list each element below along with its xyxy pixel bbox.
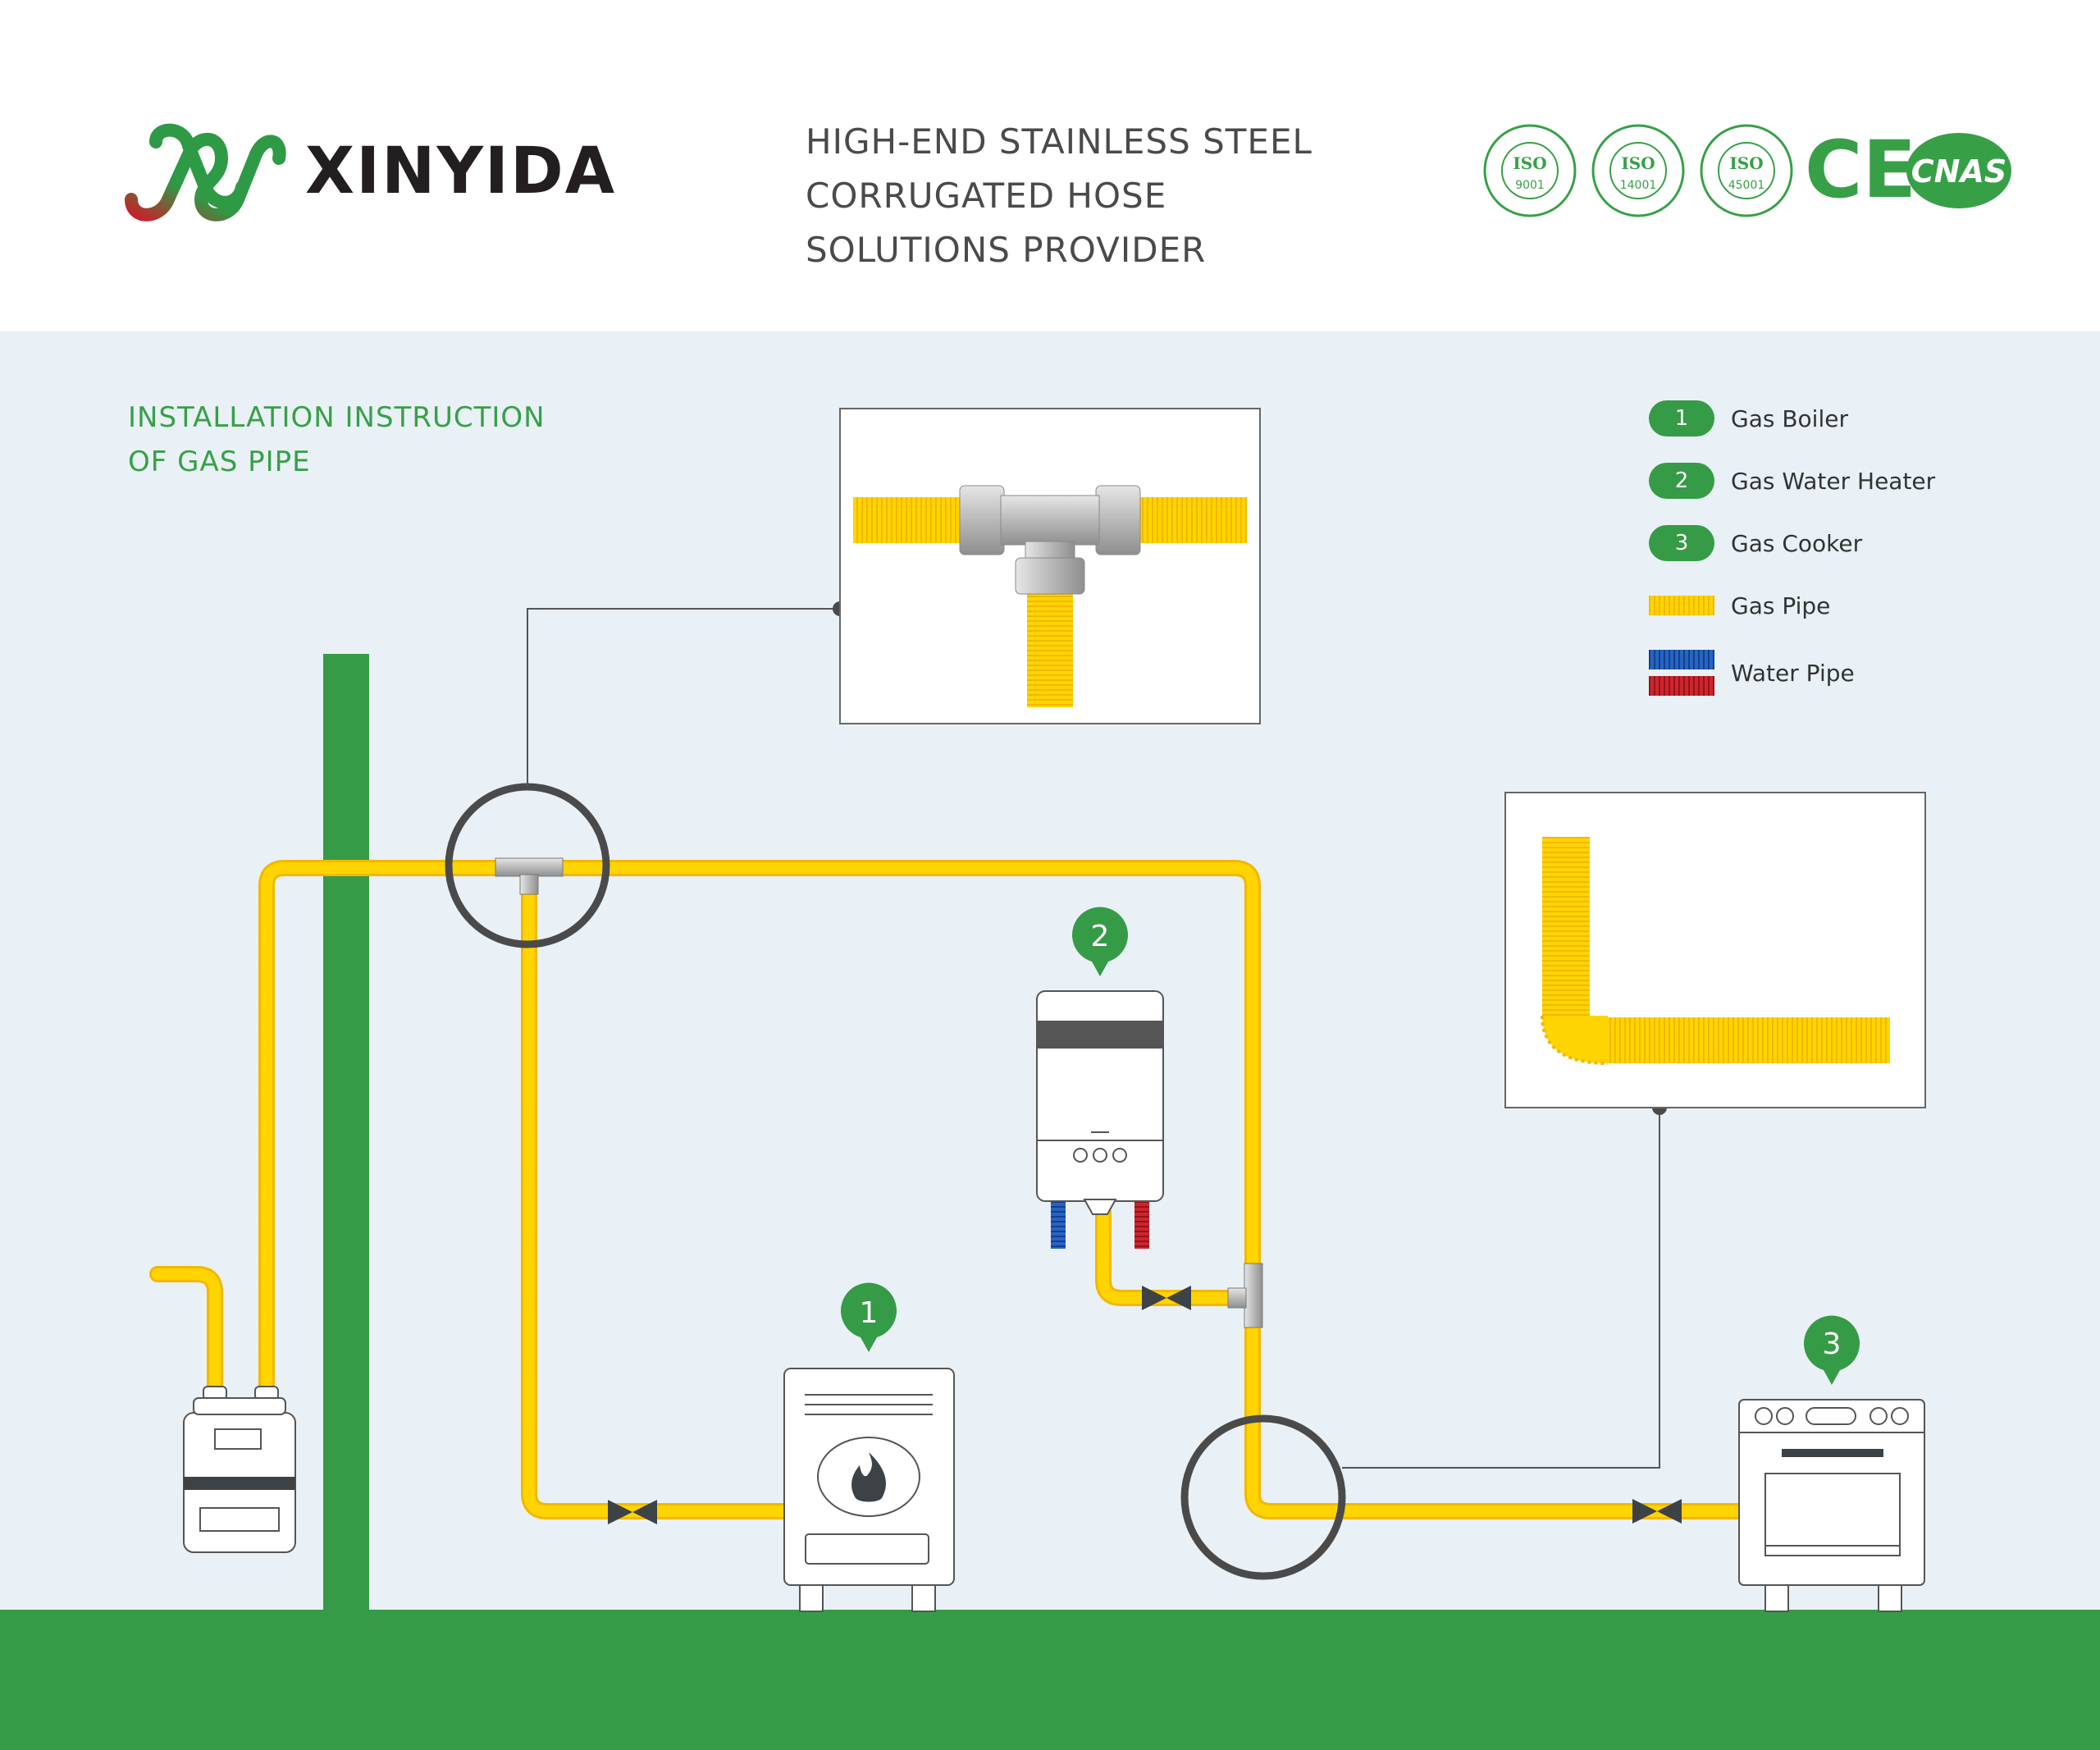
chimney-pole [323, 654, 369, 1614]
legend-badge-1: 1 [1649, 400, 1714, 436]
iso-45001-label: ISO [1729, 153, 1763, 173]
water-pipe-swatch-icon [1649, 650, 1714, 696]
zoom-box-elbow-hose [1504, 792, 1926, 1108]
gas-cooker-icon [1738, 1399, 1925, 1612]
svg-text:CNAS: CNAS [1911, 153, 2006, 190]
cnas-mark-icon: CNAS [1906, 133, 2011, 208]
brand-name: XINYIDA [305, 135, 617, 208]
header [0, 0, 2100, 331]
iso-9001-number: 9001 [1515, 179, 1545, 192]
tee-fitting-top-icon [495, 857, 564, 895]
legend-badge-2: 2 [1649, 463, 1714, 499]
leader-line-elbow [1342, 1108, 1660, 1469]
iso-9001-seal-icon: ISO 9001 [1483, 124, 1577, 217]
tee-fitting-heater-icon [1227, 1263, 1263, 1328]
certification-badges: ISO 9001 ISO 14001 ISO 45001 CE CNAS [1483, 124, 2011, 217]
iso-14001-seal-icon: ISO 14001 [1591, 124, 1685, 217]
gas-water-heater-icon [1036, 990, 1164, 1215]
leader-line-tee [527, 608, 840, 786]
marker-pin-1-label: 1 [860, 1296, 879, 1330]
legend-item-water-pipe: Water Pipe [1649, 647, 1855, 699]
marker-pin-1-icon [841, 1282, 897, 1352]
section-title-line-2: OF GAS PIPE [128, 445, 311, 478]
hot-water-pipe-icon [1134, 1199, 1149, 1249]
valve-cooker-icon [1632, 1499, 1682, 1524]
gas-pipe-network [149, 860, 1747, 1519]
cold-water-pipe-icon [1051, 1199, 1066, 1249]
section-title: INSTALLATION INSTRUCTION OF GAS PIPE [128, 395, 546, 484]
legend-label-gas-water-heater: Gas Water Heater [1731, 467, 1936, 495]
tagline-line-1: HIGH-END STAINLESS STEEL [806, 121, 1312, 162]
gas-boiler-icon [783, 1368, 955, 1612]
iso-45001-number: 45001 [1728, 179, 1765, 192]
xinyida-logo-icon [125, 123, 286, 222]
ground-strip [0, 1610, 2100, 1750]
iso-14001-label: ISO [1621, 153, 1655, 173]
section-title-line-1: INSTALLATION INSTRUCTION [128, 401, 546, 434]
legend-label-gas-cooker: Gas Cooker [1731, 529, 1863, 557]
marker-pin-2-icon [1071, 907, 1128, 976]
legend-label-gas-pipe: Gas Pipe [1731, 592, 1831, 619]
legend-label-gas-boiler: Gas Boiler [1731, 404, 1848, 432]
iso-45001-seal-icon: ISO 45001 [1700, 124, 1793, 217]
tagline: HIGH-END STAINLESS STEEL CORRUGATED HOSE… [806, 115, 1380, 277]
legend-label-water-pipe: Water Pipe [1731, 659, 1855, 687]
legend-item-gas-water-heater: 2 Gas Water Heater [1649, 463, 1935, 499]
legend-item-gas-cooker: 3 Gas Cooker [1649, 525, 1862, 561]
marker-pin-3-label: 3 [1823, 1327, 1842, 1361]
marker-pin-2-label: 2 [1091, 920, 1110, 953]
gas-pipe-swatch-icon [1649, 596, 1714, 615]
iso-9001-label: ISO [1513, 153, 1546, 173]
tagline-line-2: CORRUGATED HOSE [806, 176, 1167, 216]
callout-circle-tee [445, 783, 610, 948]
gas-meter-icon [183, 1386, 296, 1553]
marker-pin-3-icon [1803, 1315, 1860, 1385]
legend-item-gas-boiler: 1 Gas Boiler [1649, 400, 1848, 436]
tagline-line-3: SOLUTIONS PROVIDER [806, 230, 1207, 270]
legend-badge-3: 3 [1649, 525, 1714, 561]
callout-circle-elbow [1180, 1414, 1346, 1580]
zoom-box-tee-fitting [839, 408, 1261, 724]
valve-heater-icon [1142, 1286, 1191, 1310]
legend-item-gas-pipe: Gas Pipe [1649, 587, 1830, 624]
ce-mark-icon: CE [1805, 124, 1916, 216]
valve-boiler-icon [608, 1500, 657, 1524]
iso-14001-number: 14001 [1620, 179, 1657, 192]
